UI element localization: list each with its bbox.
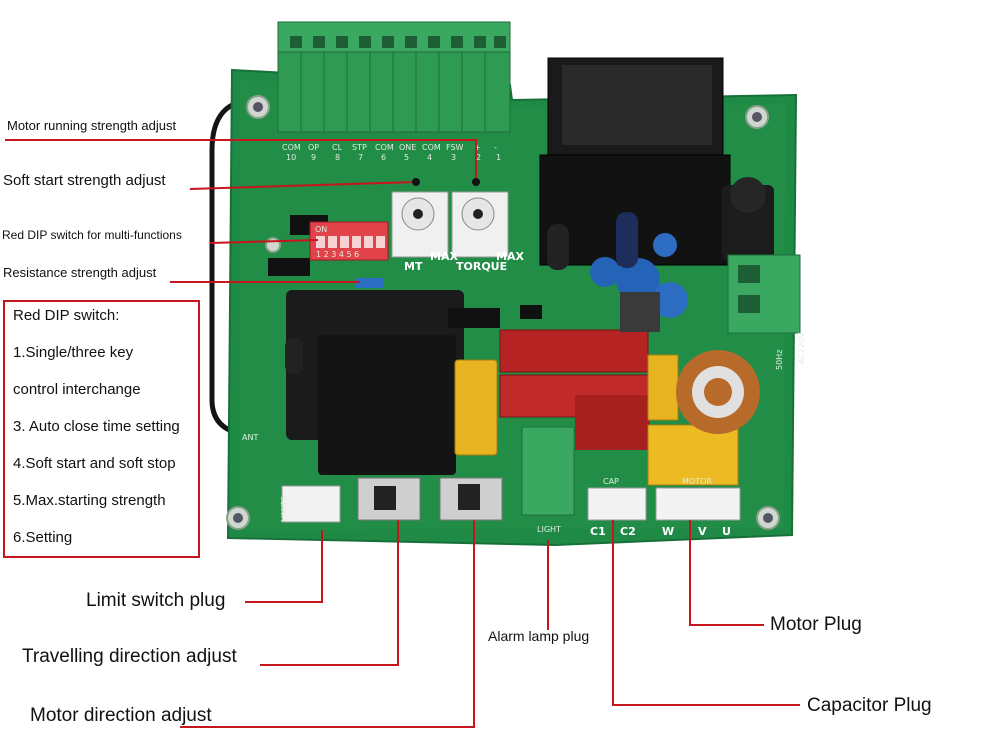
light-marking: LIGHT <box>537 525 561 534</box>
power-terminal <box>727 254 801 334</box>
callout-capacitor <box>612 520 800 706</box>
terminal-number-2: 9 <box>311 153 316 162</box>
terminal-number-5: 6 <box>381 153 386 162</box>
dip-info-item-4: 4.Soft start and soft stop <box>13 455 176 472</box>
terminal-number-9: 2 <box>476 153 481 162</box>
terminal-number-8: 3 <box>451 153 456 162</box>
callout-soft-start <box>189 181 417 190</box>
pot-torque-marking: TORQUE <box>456 260 507 273</box>
transformer <box>539 57 731 266</box>
main-relay <box>286 290 464 475</box>
dip-numbers-marking: 1 2 3 4 5 6 <box>316 250 359 259</box>
callout-dots <box>412 178 480 186</box>
c2-marking: C2 <box>620 525 636 538</box>
terminal-label-9: + <box>474 143 481 152</box>
bottom-plugs <box>281 426 741 523</box>
callout-motor-direction <box>180 520 475 728</box>
callout-limit <box>245 530 323 603</box>
terminal-block-top <box>277 21 511 133</box>
v-marking: V <box>698 525 707 538</box>
c1-marking: C1 <box>590 525 606 538</box>
label-resistance: Resistance strength adjust <box>3 265 157 280</box>
w-marking: W <box>662 525 674 538</box>
label-limit-switch: Limit switch plug <box>86 590 226 611</box>
ic-chips <box>268 215 542 328</box>
terminal-label-3: CL <box>332 143 343 152</box>
terminal-label-8: FSW <box>446 143 464 152</box>
blue-capacitors <box>285 212 688 374</box>
ant-marking: ANT <box>242 433 258 442</box>
label-capacitor-plug: Capacitor Plug <box>807 695 932 716</box>
terminal-label-7: COM <box>422 143 441 152</box>
red-relays <box>499 329 650 450</box>
label-soft-start: Soft start strength adjust <box>3 172 166 189</box>
ac-marking: AC220V <box>797 332 806 364</box>
dip-on-marking: ON <box>315 225 327 234</box>
terminal-label-4: STP <box>352 143 367 152</box>
callout-motor-running <box>5 139 477 182</box>
voltage-regulator <box>620 292 660 332</box>
terminal-number-3: 8 <box>335 153 340 162</box>
dip-info-item-3: 3. Auto close time setting <box>13 418 180 435</box>
limits-marking: LIMITS <box>280 496 289 522</box>
copper-coil <box>676 350 760 434</box>
pot-max-marking-2: MAX <box>496 250 524 263</box>
terminal-label-2: OP <box>308 143 319 152</box>
hz-marking: 50Hz <box>775 350 784 370</box>
pot-max-marking-1: MAX <box>430 250 458 263</box>
terminal-number-10: 1 <box>496 153 501 162</box>
terminal-label-5: COM <box>375 143 394 152</box>
callout-travelling <box>260 520 399 666</box>
label-alarm-lamp: Alarm lamp plug <box>488 628 590 644</box>
u-marking: U <box>722 525 731 538</box>
terminal-label-1: COM <box>282 143 301 152</box>
dip-info-item-5: 5.Max.starting strength <box>13 492 166 509</box>
dip-info-item-2: control interchange <box>13 381 141 398</box>
label-red-dip-multi: Red DIP switch for multi-functions <box>2 228 182 242</box>
terminal-label-10: - <box>494 143 497 152</box>
label-motor-direction: Motor direction adjust <box>30 705 212 726</box>
potentiometers <box>391 191 509 258</box>
yellow-capacitors <box>454 354 739 486</box>
pot-mt-marking: MT <box>404 260 423 273</box>
dip-info-item-1: 1.Single/three key <box>13 344 134 361</box>
callout-motor-plug <box>689 520 764 626</box>
slide-switches <box>357 477 503 521</box>
label-motor-running: Motor running strength adjust <box>7 118 177 133</box>
label-travelling-direction: Travelling direction adjust <box>22 646 237 667</box>
label-motor-plug: Motor Plug <box>770 614 862 635</box>
terminal-number-1: 10 <box>286 153 296 162</box>
terminal-number-6: 5 <box>404 153 409 162</box>
dip-info-title: Red DIP switch: <box>13 307 120 324</box>
dip-info-box: Red DIP switch: 1.Single/three key contr… <box>3 300 200 558</box>
dip-info-item-6: 6.Setting <box>13 529 73 546</box>
dip-switch-red <box>309 221 389 261</box>
fuse-holder <box>722 177 774 260</box>
callout-lines <box>5 139 800 728</box>
terminal-label-6: ONE <box>399 143 416 152</box>
callout-dip <box>209 239 319 244</box>
terminal-number-7: 4 <box>427 153 432 162</box>
terminal-number-4: 7 <box>358 153 363 162</box>
cap-marking: CAP <box>603 477 619 486</box>
motor-marking: MOTOR <box>682 477 712 486</box>
